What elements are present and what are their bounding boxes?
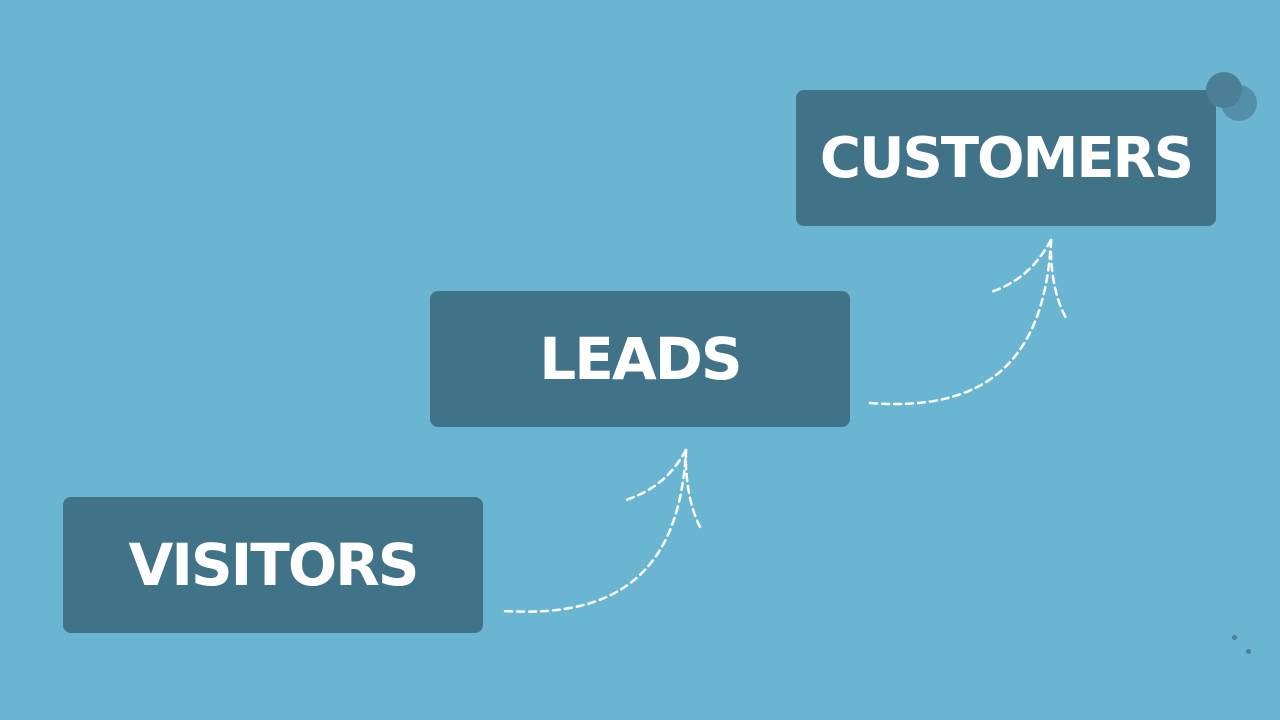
step-leads-label: LEADS: [539, 325, 742, 393]
decor-circle-small: [1221, 85, 1257, 121]
step-visitors-box: VISITORS: [63, 497, 483, 633]
decor-dot-1: [1232, 635, 1237, 640]
arrow-visitors-to-leads-head-right: [684, 448, 702, 529]
arrow-leads-to-customers: [868, 238, 1068, 406]
arrow-leads-to-customers-head-right: [1049, 238, 1068, 320]
arrow-visitors-to-leads: [503, 448, 702, 613]
arrow-visitors-to-leads-head-left: [624, 448, 688, 502]
step-leads-box: LEADS: [430, 291, 850, 427]
arrow-leads-to-customers-head-left: [989, 238, 1053, 294]
step-customers-label: CUSTOMERS: [819, 125, 1194, 191]
arrow-leads-to-customers-shaft: [868, 238, 1053, 406]
step-visitors-label: VISITORS: [128, 531, 419, 599]
step-customers-box: CUSTOMERS: [796, 90, 1216, 226]
arrow-visitors-to-leads-shaft: [503, 448, 688, 613]
decor-dot-2: [1246, 649, 1251, 654]
